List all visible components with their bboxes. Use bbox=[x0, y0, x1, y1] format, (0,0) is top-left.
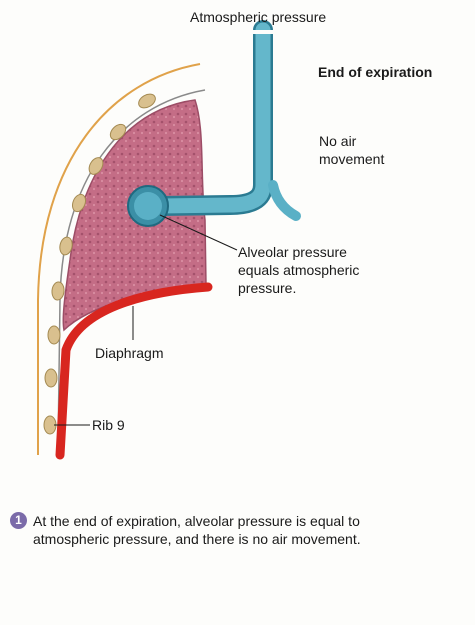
step-number-badge: 1 bbox=[10, 512, 27, 529]
rib-3 bbox=[88, 157, 104, 175]
alveolar-pressure-label: Alveolar pressure equals atmospheric pre… bbox=[238, 244, 360, 296]
alveolar-leader bbox=[159, 214, 238, 251]
rib-5 bbox=[59, 236, 73, 256]
no-air-movement-label: No air movement bbox=[319, 133, 385, 167]
rib-6 bbox=[51, 281, 65, 301]
rib-8 bbox=[44, 368, 58, 388]
rib-4 bbox=[71, 193, 87, 213]
rib-label: Rib 9 bbox=[92, 417, 125, 433]
airway-top bbox=[252, 30, 274, 34]
step-caption-text: At the end of expiration, alveolar press… bbox=[33, 513, 361, 547]
airway-lumen bbox=[152, 22, 271, 214]
ribs bbox=[43, 93, 156, 435]
diaphragm-label: Diaphragm bbox=[95, 345, 164, 361]
diagram-title: End of expiration bbox=[318, 64, 433, 80]
chest-wall bbox=[37, 63, 201, 455]
rib-7 bbox=[47, 325, 61, 345]
atmospheric-pressure-label: Atmospheric pressure bbox=[190, 9, 327, 25]
diaphragm bbox=[55, 282, 213, 460]
rib-1 bbox=[138, 93, 156, 109]
airway-branch bbox=[268, 180, 301, 221]
rib-2 bbox=[109, 123, 127, 141]
step-caption: 1 At the end of expiration, alveolar pre… bbox=[10, 512, 370, 548]
